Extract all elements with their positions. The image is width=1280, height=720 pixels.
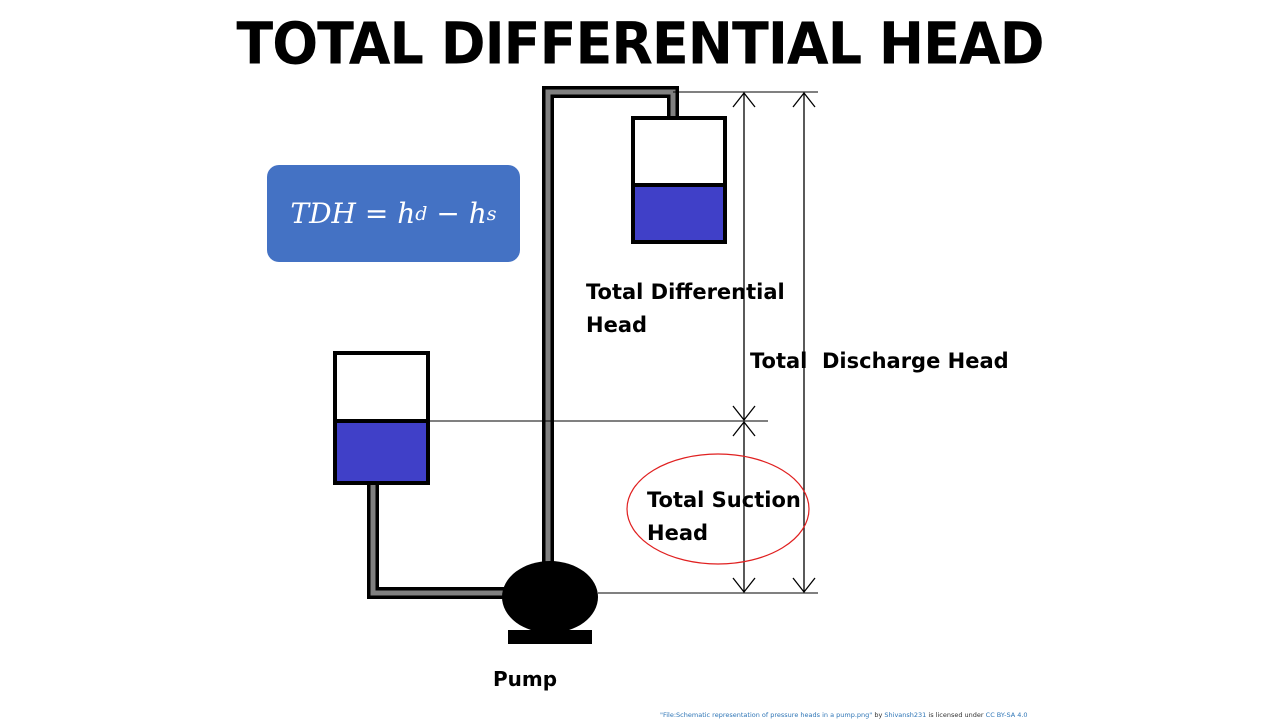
total-differential-head-label: Total Differential Head xyxy=(586,280,785,337)
total-discharge-head-label: Total Discharge Head xyxy=(750,349,1009,373)
formula-hs-base: h xyxy=(468,197,487,230)
differential-head-dimension xyxy=(732,91,756,422)
suction-head-highlight xyxy=(626,453,810,565)
formula-hs-sub: s xyxy=(486,202,497,225)
pump-icon xyxy=(502,561,598,644)
total-suction-head-label: Total Suction Head xyxy=(647,488,801,545)
formula-equals: = xyxy=(364,197,389,230)
suction-tank xyxy=(333,351,430,485)
page-title: TOTAL DIFFERENTIAL HEAD xyxy=(236,9,1044,78)
image-attribution: "File:Schematic representation of pressu… xyxy=(660,711,1028,719)
formula-hd-sub: d xyxy=(415,202,428,225)
formula-hd-base: h xyxy=(397,197,416,230)
suction-head-dimension xyxy=(732,420,756,594)
attribution-file-link[interactable]: "File:Schematic representation of pressu… xyxy=(660,711,873,719)
attribution-author-link[interactable]: Shivansh231 xyxy=(884,711,927,719)
formula-minus: − xyxy=(436,197,460,230)
attribution-license-link[interactable]: CC BY-SA 4.0 xyxy=(985,711,1028,719)
suction-pipe xyxy=(367,485,512,599)
pump-label: Pump xyxy=(493,667,558,691)
discharge-head-dimension xyxy=(792,91,816,594)
formula-lhs: TDH xyxy=(290,197,356,230)
discharge-tank xyxy=(631,116,727,244)
